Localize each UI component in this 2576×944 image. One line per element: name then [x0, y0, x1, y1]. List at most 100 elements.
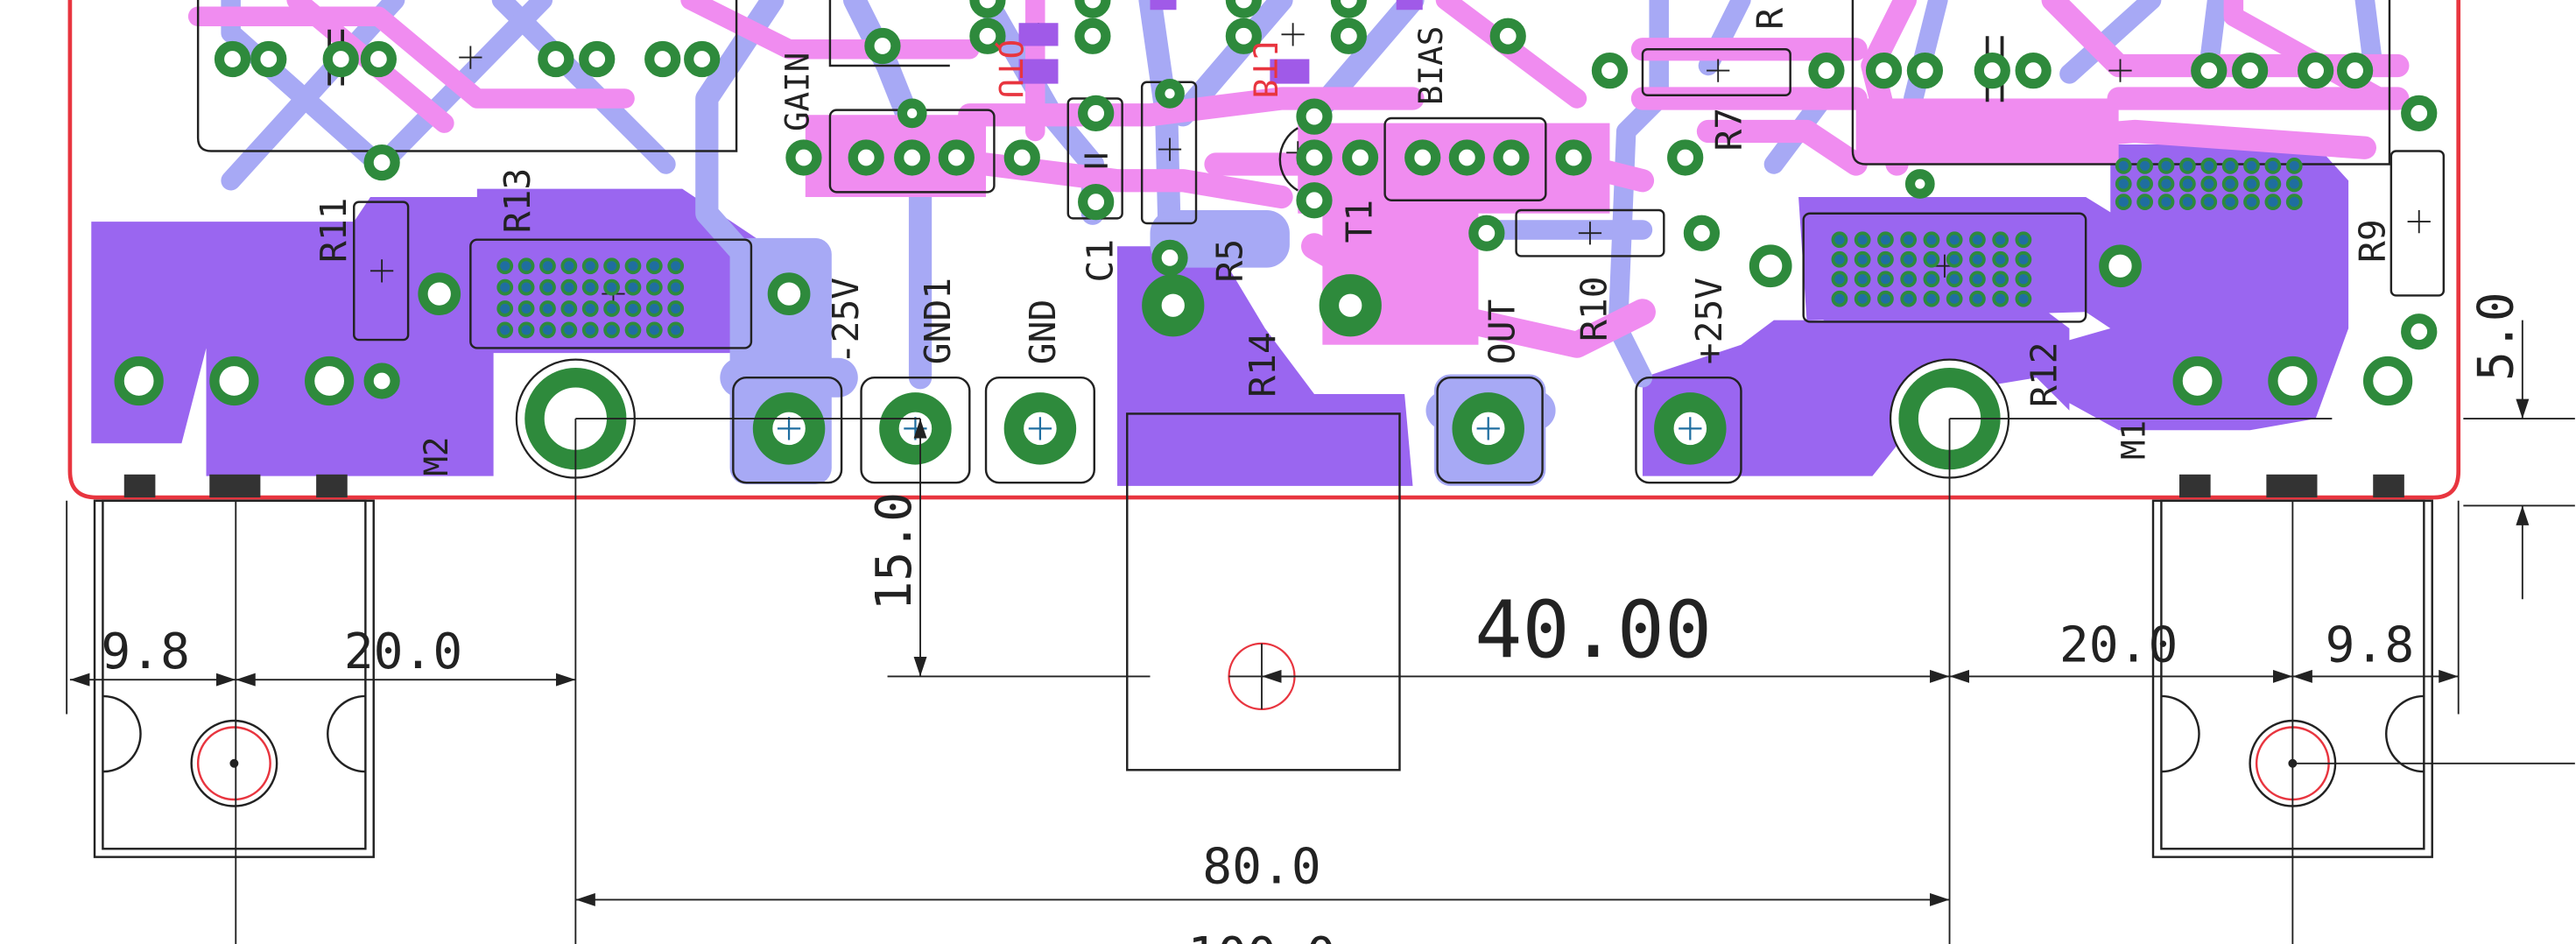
- via-hole: [2015, 290, 2032, 307]
- via-hole: [2264, 194, 2282, 210]
- dim-right-offset: 20.0: [2059, 617, 2178, 674]
- label-r5: R5: [1209, 239, 1251, 283]
- dim-hole-spacing: 80.0: [1202, 839, 1320, 896]
- via-hole: [2179, 175, 2196, 193]
- label-m2: M2: [417, 437, 455, 476]
- label-bias: BIAS: [1411, 26, 1450, 105]
- via-hole: [2136, 157, 2154, 174]
- via-hole: [539, 278, 556, 296]
- via-hole: [2200, 157, 2218, 174]
- silkscreen-outlines: [196, 0, 2446, 771]
- via-hole: [539, 257, 556, 275]
- via-hole: [1946, 231, 1963, 249]
- via-hole: [645, 300, 663, 317]
- via-hole: [1900, 231, 1918, 249]
- edge-tabs: [123, 474, 2404, 498]
- via-hole: [603, 300, 620, 317]
- via-hole: [2157, 194, 2175, 210]
- via-hole: [2179, 157, 2196, 174]
- via-hole: [1969, 231, 1986, 249]
- via-hole: [2264, 175, 2282, 193]
- via-hole: [2157, 175, 2175, 193]
- via-hole: [2243, 157, 2260, 174]
- via-hole: [1900, 271, 1918, 288]
- via-hole: [1877, 271, 1894, 288]
- label-r9: R9: [2351, 219, 2393, 263]
- label-plus-25v: +25V: [1688, 278, 1730, 364]
- via-hole: [496, 257, 514, 275]
- via-hole: [2157, 157, 2175, 174]
- via-hole: [645, 257, 663, 275]
- label-r14: R14: [1242, 332, 1284, 397]
- via-hole: [1877, 290, 1894, 307]
- via-hole: [2221, 175, 2239, 193]
- via-hole: [560, 257, 578, 275]
- via-hole: [560, 321, 578, 339]
- via-hole: [2115, 175, 2132, 193]
- via-hole: [2200, 194, 2218, 210]
- dim-vertical-offset: 15.0: [866, 492, 923, 610]
- dim-right-bracket-width: 9.8: [2326, 617, 2415, 674]
- mirrored-red-labels: UTQ BTJ: [991, 39, 1284, 99]
- via-hole: [624, 321, 642, 339]
- via-hole: [1992, 231, 2009, 249]
- via-hole: [2285, 175, 2303, 193]
- via-hole: [1831, 271, 1848, 288]
- ground-pour-left: [91, 196, 510, 476]
- via-hole: [1946, 271, 1963, 288]
- via-hole: [2115, 157, 2132, 174]
- via-hole: [624, 257, 642, 275]
- via-hole: [581, 300, 599, 317]
- via-hole: [1877, 250, 1894, 268]
- via-hole: [560, 300, 578, 317]
- label-r7: R7: [1707, 108, 1749, 151]
- dim-edge-height: 5.0: [2468, 292, 2525, 381]
- via-hole: [539, 300, 556, 317]
- via-hole: [645, 278, 663, 296]
- via-hole: [1831, 231, 1848, 249]
- ground-pour-right: [1642, 295, 2070, 476]
- dim-overall-width: 100.0: [1187, 927, 1335, 944]
- via-hole: [517, 300, 535, 317]
- dimension-lines: [66, 320, 2575, 944]
- via-hole: [1900, 290, 1918, 307]
- via-hole: [1992, 290, 2009, 307]
- via-hole: [1854, 271, 1871, 288]
- via-hole: [1923, 250, 1940, 268]
- via-hole: [667, 321, 685, 339]
- via-hole: [1969, 271, 1986, 288]
- label-gain: GAIN: [778, 53, 817, 131]
- board-outline: [67, 0, 2461, 500]
- via-hole: [2136, 194, 2154, 210]
- via-hole: [517, 278, 535, 296]
- via-hole: [2221, 157, 2239, 174]
- via-hole: [581, 321, 599, 339]
- top-copper-area-right: [1855, 98, 2119, 165]
- label-gnd1: GND1: [917, 278, 959, 364]
- via-hole: [1946, 250, 1963, 268]
- via-hole: [667, 257, 685, 275]
- via-hole: [2136, 175, 2154, 193]
- pads: [114, 0, 2438, 465]
- label-c1: C1: [1079, 239, 1121, 283]
- label-mirrored-left: UTQ: [991, 39, 1030, 99]
- via-hole: [2015, 271, 2032, 288]
- label-r10: R10: [1573, 276, 1615, 341]
- label-r-cut: R: [1749, 8, 1791, 30]
- via-hole: [1923, 271, 1940, 288]
- via-hole: [1831, 290, 1848, 307]
- via-hole: [2285, 157, 2303, 174]
- via-hole: [1969, 290, 1986, 307]
- via-hole: [560, 278, 578, 296]
- via-hole: [1831, 250, 1848, 268]
- via-hole: [1923, 231, 1940, 249]
- dim-left-offset: 20.0: [344, 623, 462, 680]
- via-hole: [603, 321, 620, 339]
- via-hole: [496, 278, 514, 296]
- via-hole: [1992, 250, 2009, 268]
- via-hole: [1923, 290, 1940, 307]
- dim-center-span: 40.00: [1475, 584, 1712, 676]
- via-hole: [1969, 250, 1986, 268]
- dimension-labels: 9.8 20.0 15.0 40.00 20.0 9.8 5.0 80.0 10…: [101, 292, 2524, 944]
